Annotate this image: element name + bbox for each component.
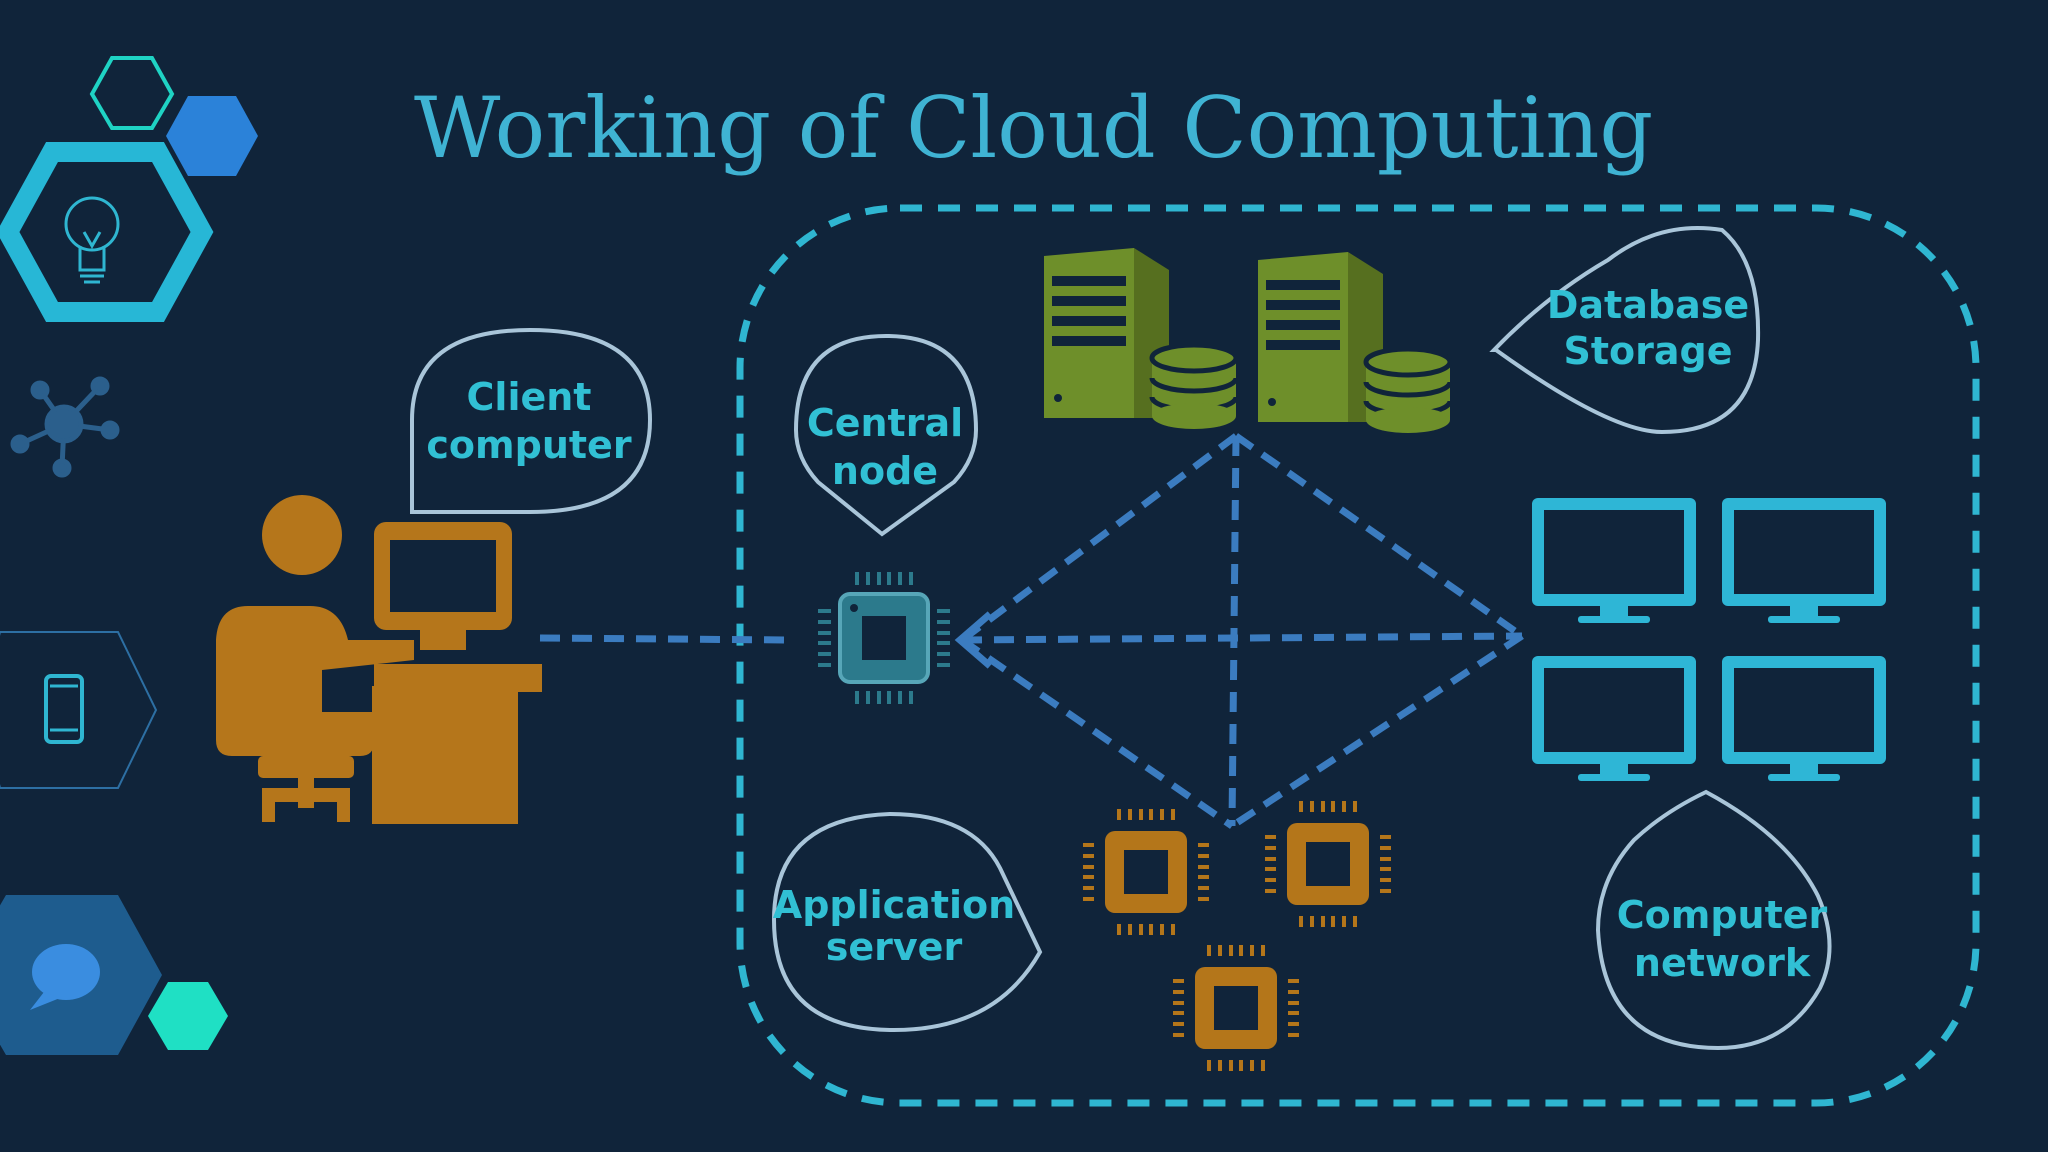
- connector-db-to-app: [1228, 435, 1240, 827]
- callout-application-server: Application server: [771, 811, 1043, 1033]
- callout-database-storage: Database Storage: [1489, 226, 1761, 435]
- hexagon-outline-small: [89, 56, 175, 130]
- hexagon-teal-small: [148, 982, 228, 1050]
- connector-central-to-network: [961, 632, 1523, 644]
- network-hub-icon: [10, 376, 120, 478]
- lightbulb-icon: [64, 196, 120, 284]
- connector-db-to-central: [959, 433, 1239, 643]
- server-database-icon: [1044, 248, 1450, 433]
- decorative-hexagons: [0, 56, 258, 1055]
- central-label-line2: node: [832, 449, 938, 493]
- database-label-line1: Database: [1547, 283, 1749, 327]
- network-label-line2: network: [1634, 941, 1811, 985]
- callout-computer-network: Computer network: [1595, 789, 1832, 1051]
- callout-central-node: Central node: [793, 333, 979, 537]
- callout-client-computer: Client computer: [410, 327, 653, 514]
- processor-chip-icon: [1263, 799, 1393, 929]
- monitor-icon: [1532, 656, 1696, 781]
- central-label-line1: Central: [807, 401, 963, 445]
- chat-bubble-icon: [30, 944, 100, 1010]
- arrowhead: [954, 611, 993, 669]
- connector-network-to-app: [1230, 633, 1524, 829]
- connector-central-to-app: [960, 637, 1234, 829]
- page-title: Working of Cloud Computing: [414, 79, 1653, 177]
- computer-network-monitors: [1532, 498, 1886, 781]
- smartphone-icon: [44, 674, 84, 744]
- processor-chip-icon: [1081, 807, 1211, 937]
- monitor-icon: [1722, 498, 1886, 623]
- application-label-line1: Application: [773, 883, 1015, 927]
- connector-client-to-central: [539, 634, 791, 644]
- application-label-line2: server: [826, 925, 963, 969]
- connector-db-to-network: [1233, 433, 1525, 639]
- network-label-line1: Computer: [1617, 893, 1828, 937]
- monitor-icon: [1532, 498, 1696, 623]
- monitor-icon: [1722, 656, 1886, 781]
- central-node-chip-icon: [818, 572, 950, 704]
- user-at-computer-icon: [216, 495, 542, 824]
- hexagon-outline-mid: [0, 631, 158, 789]
- cloud-boundary: [736, 204, 1980, 1107]
- client-label-line1: Client: [467, 375, 592, 419]
- hexagon-large-outline: [0, 142, 214, 322]
- processor-chip-icon: [1171, 943, 1301, 1073]
- connectors: [539, 433, 1525, 829]
- client-label-line2: computer: [426, 423, 631, 467]
- application-server-chips: [1081, 799, 1393, 1073]
- database-label-line2: Storage: [1564, 329, 1733, 373]
- hexagon-blue: [166, 96, 258, 176]
